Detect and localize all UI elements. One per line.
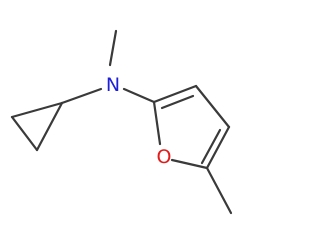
bond-c2-c3 <box>152 84 198 104</box>
bond-oxygen-c2 <box>152 100 162 146</box>
bond-c5-methyl <box>205 166 233 215</box>
bond-c5-oxygen <box>170 158 209 170</box>
oxygen-label: O <box>157 146 172 168</box>
bond-cyclopropyl-nitrogen <box>60 87 103 105</box>
bond-nitrogen-methyl <box>108 29 118 67</box>
bond-cyclopropyl-top-left <box>10 101 64 119</box>
bond-c4-c5 <box>205 125 231 170</box>
double-bond-c2-c3-inner <box>160 94 195 110</box>
nitrogen-label: N <box>106 74 120 96</box>
double-bond-c4-c5-inner <box>200 128 222 165</box>
bond-nitrogen-furan <box>122 87 156 104</box>
bond-cyclopropyl-left-bottom <box>10 115 39 152</box>
bonds <box>10 29 233 215</box>
bond-cyclopropyl-bottom-top <box>35 101 64 152</box>
molecule-structure: N O <box>10 29 233 215</box>
bond-c3-c4 <box>194 84 231 129</box>
atom-labels: N O <box>106 74 172 168</box>
